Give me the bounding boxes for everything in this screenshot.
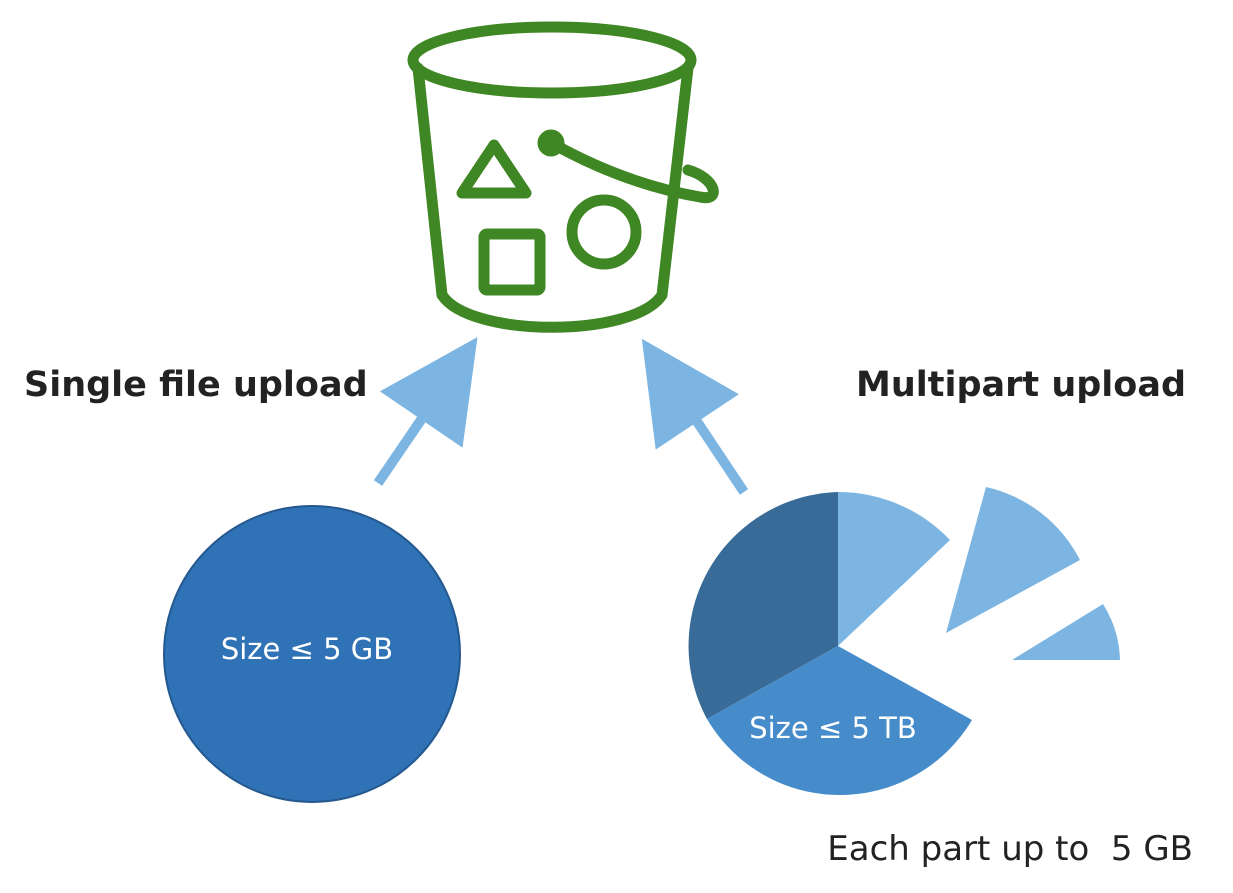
storage-bucket-icon — [407, 21, 719, 333]
single-file-circle — [163, 505, 461, 803]
pie-slice-light — [838, 491, 950, 646]
pie-piece-detached-small — [1012, 604, 1120, 660]
part-size-note: Each part up to 5 GB — [827, 829, 1193, 869]
pie-slice-medium — [707, 646, 972, 796]
multipart-pie: Size ≤ 5 TB — [688, 487, 1120, 796]
single-upload-arrow — [373, 336, 478, 486]
multipart-upload-title: Multipart upload — [856, 365, 1186, 405]
single-file-size-label: Size ≤ 5 GB — [221, 632, 393, 666]
multipart-size-label: Size ≤ 5 TB — [749, 711, 917, 745]
multipart-upload-arrow — [641, 338, 749, 495]
pie-slice-dark — [688, 492, 838, 719]
pie-piece-detached-large — [946, 487, 1080, 633]
single-upload-title: Single file upload — [24, 365, 368, 405]
